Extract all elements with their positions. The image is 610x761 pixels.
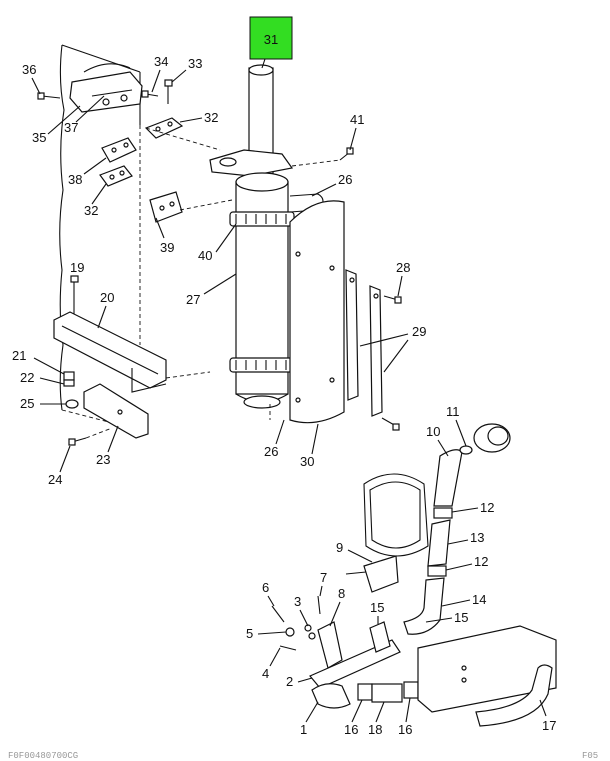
bracket-20 (53, 311, 167, 393)
muffler-27 (235, 172, 289, 409)
bracket-9 (345, 555, 399, 593)
bolt-7 (317, 595, 321, 615)
shield-brackets-29 (345, 269, 383, 417)
callouts: 36 34 33 32 35 37 38 32 39 41 26 40 28 2… (12, 54, 556, 737)
callout-15-upper: 15 (370, 600, 384, 615)
callout-8: 8 (338, 586, 345, 601)
washer-5 (285, 627, 295, 637)
plate-32-lower (99, 165, 133, 187)
mount-25 (65, 399, 79, 409)
bolt-19 (70, 275, 79, 314)
callout-2: 2 (286, 674, 293, 689)
callout-38: 38 (68, 172, 82, 187)
callout-40: 40 (198, 248, 212, 263)
clamp-12-lower (427, 565, 447, 577)
callout-25: 25 (20, 396, 34, 411)
callout-17: 17 (542, 718, 556, 733)
callout-23: 23 (96, 452, 110, 467)
footer-code: F0F00480700CG (8, 751, 78, 761)
callout-16-right: 16 (398, 722, 412, 737)
callout-34: 34 (154, 54, 168, 69)
callout-32-upper: 32 (204, 110, 218, 125)
clamp-40-lower (229, 357, 295, 373)
mount-22 (63, 379, 75, 387)
pipe-14 (403, 577, 445, 635)
callout-12-lower: 12 (474, 554, 488, 569)
air-cleaner-bracket (363, 473, 429, 557)
callout-41: 41 (350, 112, 364, 127)
callout-11: 11 (446, 404, 460, 419)
bolt-6 (271, 605, 285, 623)
bolt-28 (383, 295, 402, 304)
top-bracket (209, 149, 294, 177)
clamp-12-upper (433, 507, 453, 519)
callout-26-upper: 26 (338, 172, 352, 187)
callout-35: 35 (32, 130, 46, 145)
bolt-41 (339, 147, 354, 161)
callout-36: 36 (22, 62, 36, 77)
bolt-4 (279, 645, 297, 651)
callout-20: 20 (100, 290, 114, 305)
plate-38 (101, 137, 137, 163)
plate-32-upper (144, 117, 184, 139)
callout-9: 9 (336, 540, 343, 555)
clamp-11 (459, 445, 473, 455)
callout-33: 33 (188, 56, 202, 71)
clamp-40-upper (229, 211, 295, 227)
highlight-box-31 (249, 16, 293, 60)
clamp-16-right (403, 681, 419, 699)
callout-31: 31 (264, 32, 278, 47)
footer-page: F05 (582, 751, 598, 761)
callout-21: 21 (12, 348, 26, 363)
bracket-8 (317, 621, 343, 669)
callout-39: 39 (160, 240, 174, 255)
coupling-18 (371, 683, 403, 703)
pipe-1 (311, 683, 351, 709)
heat-shield-30 (289, 200, 345, 424)
mount-21 (63, 371, 75, 381)
callout-37: 37 (64, 120, 78, 135)
connector-end (473, 423, 511, 453)
callout-30: 30 (300, 454, 314, 469)
bolt-24 (68, 437, 87, 446)
bolt-33 (164, 79, 173, 104)
exhaust-housing (417, 625, 557, 713)
callout-29: 29 (412, 324, 426, 339)
callout-6: 6 (262, 580, 269, 595)
callout-4: 4 (262, 666, 269, 681)
nut-3 (304, 624, 316, 640)
clamp-16-left (357, 683, 373, 701)
callout-5: 5 (246, 626, 253, 641)
callout-3: 3 (294, 594, 301, 609)
callout-28: 28 (396, 260, 410, 275)
elbow-10 (433, 449, 463, 507)
callout-7: 7 (320, 570, 327, 585)
upper-bracket (69, 63, 143, 113)
bolt-34 (141, 90, 159, 98)
bracket-15 (369, 621, 391, 653)
callout-13: 13 (470, 530, 484, 545)
callout-24: 24 (48, 472, 62, 487)
callout-22: 22 (20, 370, 34, 385)
callout-14: 14 (472, 592, 486, 607)
tube-13 (427, 519, 451, 567)
callout-27: 27 (186, 292, 200, 307)
callout-15-lower: 15 (454, 610, 468, 625)
callout-32-lower: 32 (84, 203, 98, 218)
callout-16-left: 16 (344, 722, 358, 737)
callout-26-lower: 26 (264, 444, 278, 459)
bolt-36 (37, 92, 61, 100)
bracket-39 (149, 191, 183, 223)
bracket-23 (83, 383, 149, 439)
callout-19: 19 (70, 260, 84, 275)
callout-18: 18 (368, 722, 382, 737)
bolt-lower-shield (381, 417, 400, 431)
callout-10: 10 (426, 424, 440, 439)
elbow-17 (475, 664, 553, 727)
callout-1: 1 (300, 722, 307, 737)
callout-12-upper: 12 (480, 500, 494, 515)
